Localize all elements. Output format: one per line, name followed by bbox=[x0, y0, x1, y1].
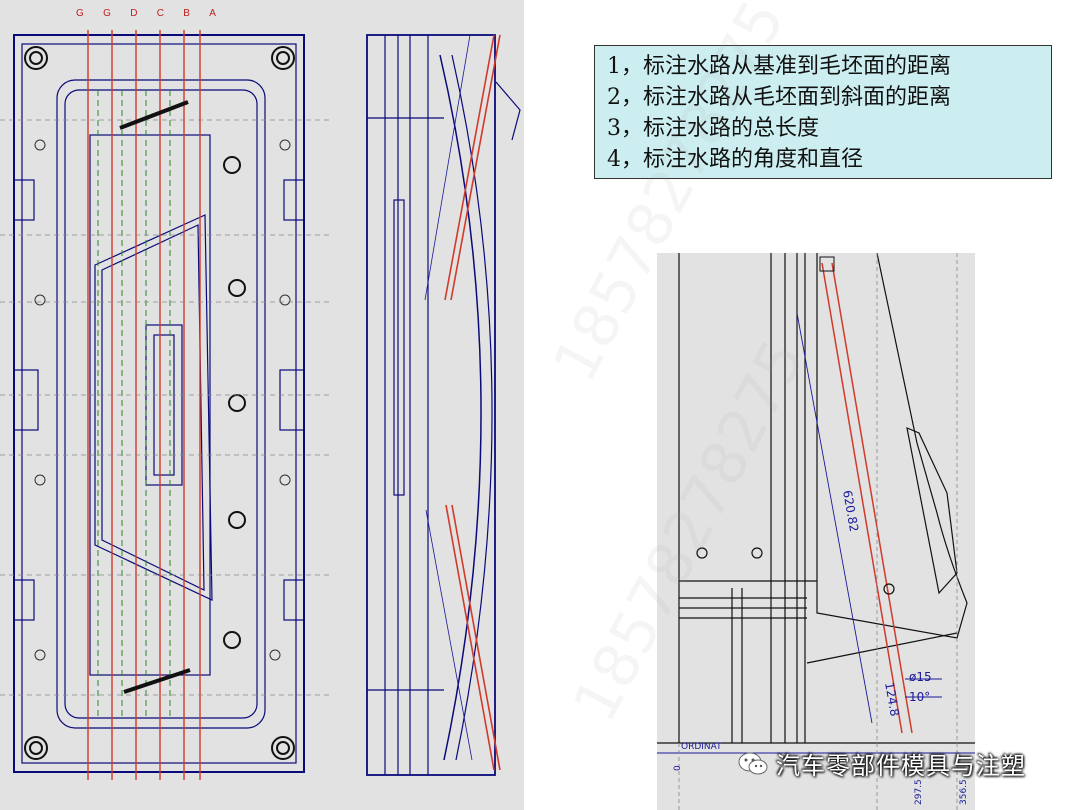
brand-name: 汽车零部件模具与注塑 bbox=[776, 752, 1026, 780]
note-line-3: 3，标注水路的总长度 bbox=[607, 116, 819, 141]
top-marker: G bbox=[76, 8, 84, 19]
note-line-1: 1，标注水路从基准到毛坯面的距离 bbox=[607, 54, 951, 79]
mold-drawing-panel: G G D C B A bbox=[0, 0, 524, 810]
short-length-dim-label: 124.8 bbox=[882, 681, 902, 717]
annotation-notes-box: 1，标注水路从基准到毛坯面的距离 2，标注水路从毛坯面到斜面的距离 3，标注水路… bbox=[594, 45, 1052, 179]
length-dim-label: 620.82 bbox=[840, 489, 861, 533]
base-zero-label: 0 bbox=[673, 765, 683, 771]
mold-plan-and-side-view bbox=[0, 30, 521, 780]
wechat-icon bbox=[738, 752, 768, 774]
brand-footer: 汽车零部件模具与注塑 bbox=[738, 746, 1026, 781]
top-marker: A bbox=[209, 8, 216, 19]
diameter-label: ø15 bbox=[909, 670, 932, 684]
offset-a-label: 297.5 bbox=[914, 779, 924, 805]
top-marker: D bbox=[130, 8, 138, 19]
offset-b-label: 356.5 bbox=[959, 779, 969, 805]
note-line-2: 2，标注水路从毛坯面到斜面的距离 bbox=[607, 85, 951, 110]
angle-label: 10° bbox=[909, 690, 930, 704]
detail-view-panel: 620.82 124.8 ø15 10° ORDINAT 0 297.5 356… bbox=[657, 253, 975, 810]
top-marker-row: G G D C B A bbox=[76, 8, 216, 19]
ordinate-label: ORDINAT bbox=[681, 742, 722, 752]
top-marker: G bbox=[103, 8, 111, 19]
waterline-detail-drawing: 620.82 124.8 ø15 10° ORDINAT 0 297.5 356… bbox=[657, 253, 975, 810]
top-marker: B bbox=[183, 8, 190, 19]
top-marker: C bbox=[156, 8, 164, 19]
note-line-4: 4，标注水路的角度和直径 bbox=[607, 147, 863, 172]
